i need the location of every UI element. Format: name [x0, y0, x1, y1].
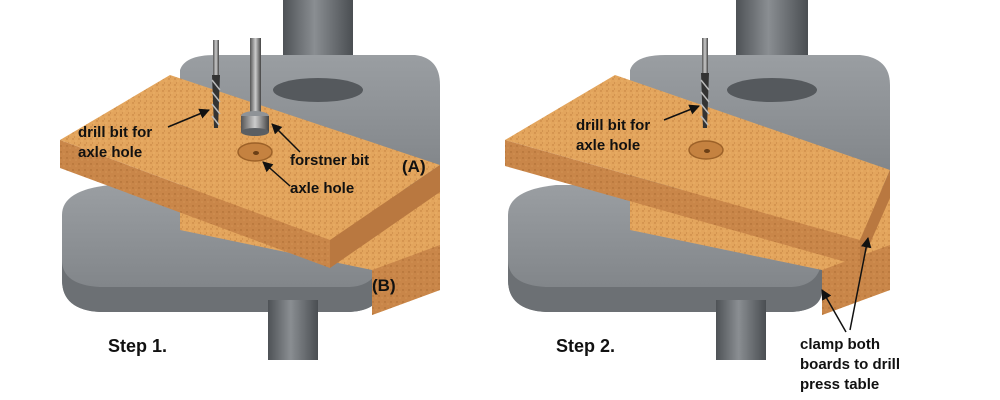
axle-hole-center	[253, 151, 259, 155]
step2-illustration: drill bit for axle hole clamp both board…	[505, 0, 900, 393]
lower-column	[268, 300, 318, 360]
board-a-label: (A)	[402, 157, 426, 176]
step2-title: Step 2.	[556, 336, 615, 356]
axle-hole-label: axle hole	[290, 180, 354, 197]
board-b-label: (B)	[372, 276, 396, 295]
drill-bit-label-line2-2: axle hole	[576, 137, 640, 154]
drill-bit-label-line1: drill bit for	[78, 124, 152, 141]
forstner-label: forstner bit	[290, 152, 369, 169]
drill-bit-label-line1-2: drill bit for	[576, 117, 650, 134]
step1-illustration: drill bit for axle hole forstner bit axl…	[60, 0, 440, 360]
column-collar	[273, 78, 363, 102]
axle-hole-center-2	[704, 149, 710, 153]
clamp-label-line2: boards to drill	[800, 356, 900, 373]
lower-column-2	[716, 300, 766, 360]
drill-bit-label-line2: axle hole	[78, 144, 142, 161]
clamp-label-line1: clamp both	[800, 336, 880, 353]
clamp-label-line3: press table	[800, 376, 879, 393]
column-collar-2	[727, 78, 817, 102]
step1-title: Step 1.	[108, 336, 167, 356]
